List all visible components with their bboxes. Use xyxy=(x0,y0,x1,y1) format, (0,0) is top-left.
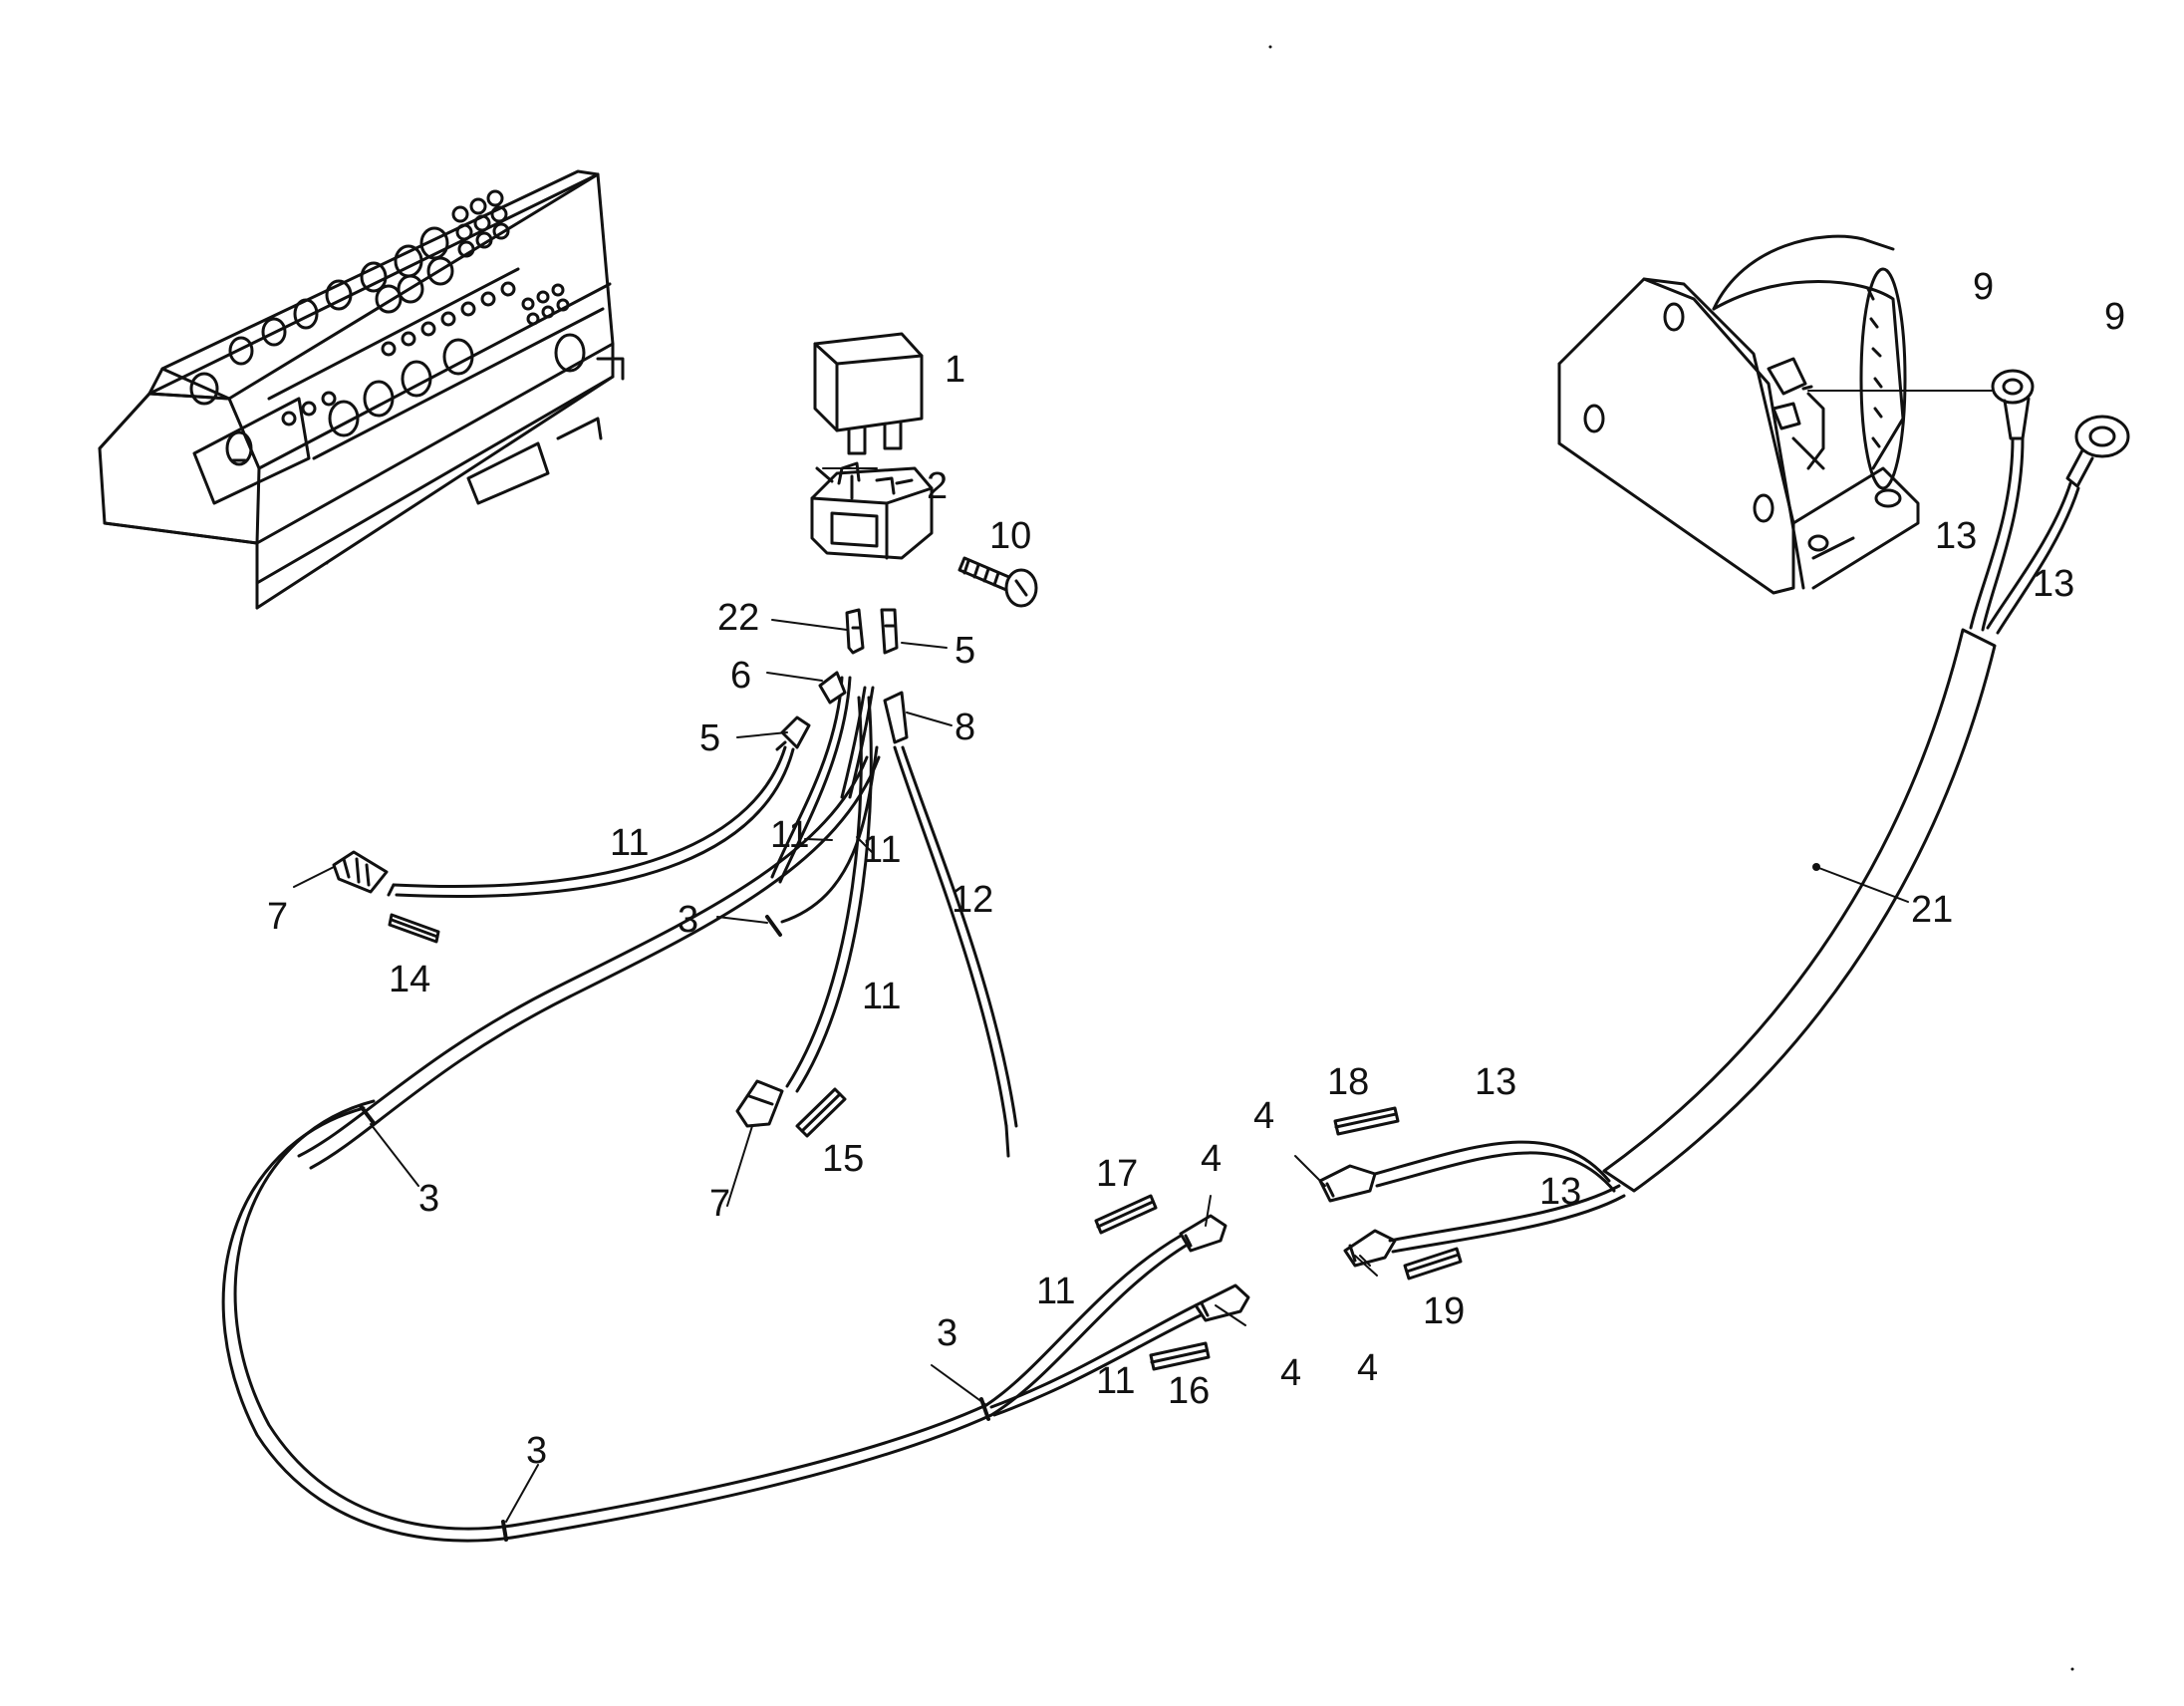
callout-11-d: 11 xyxy=(862,976,901,1017)
callout-11-e: 11 xyxy=(1036,1271,1075,1312)
callout-4-c: 4 xyxy=(1253,1095,1274,1137)
callout-21: 21 xyxy=(1911,889,1953,931)
callout-17: 17 xyxy=(1096,1153,1138,1195)
callout-9-b: 9 xyxy=(2104,296,2125,338)
callout-2: 2 xyxy=(927,465,948,507)
callout-6: 6 xyxy=(730,655,751,697)
callout-13-b: 13 xyxy=(1539,1171,1581,1213)
callout-11-c: 11 xyxy=(862,829,901,871)
callout-1: 1 xyxy=(945,349,965,391)
motor-wires xyxy=(1373,436,2080,1254)
callout-9-a: 9 xyxy=(1973,266,1994,308)
ring-terminals xyxy=(1991,369,2130,488)
callout-4-a: 4 xyxy=(1201,1138,1222,1180)
screw xyxy=(957,556,1038,608)
callout-14: 14 xyxy=(389,959,430,1000)
callout-labels: 1 2 10 22 5 6 8 5 11 11 11 12 7 14 3 11 … xyxy=(267,266,2125,1472)
callout-10: 10 xyxy=(989,515,1031,557)
callout-18: 18 xyxy=(1327,1061,1369,1103)
callout-19: 19 xyxy=(1423,1290,1465,1332)
callout-3-a: 3 xyxy=(678,899,698,941)
relay-base xyxy=(810,461,934,560)
callout-3-b: 3 xyxy=(418,1178,439,1220)
scan-specks xyxy=(325,45,2074,1671)
callout-3-d: 3 xyxy=(526,1430,547,1472)
blade-connectors xyxy=(1179,1164,1397,1322)
callout-11-b: 11 xyxy=(770,814,809,856)
bracket-unit xyxy=(1557,234,1999,595)
relay xyxy=(813,332,924,455)
callout-12: 12 xyxy=(952,879,993,921)
instrument-panel xyxy=(98,169,625,610)
callout-4-d: 4 xyxy=(1357,1347,1378,1389)
wiring-harness xyxy=(221,676,1203,1543)
callout-5-top: 5 xyxy=(955,630,975,672)
callout-3-c: 3 xyxy=(937,1312,957,1354)
callout-5-left: 5 xyxy=(699,717,720,759)
callout-13-a: 13 xyxy=(1475,1061,1516,1103)
callout-22: 22 xyxy=(717,597,759,639)
callout-11-f: 11 xyxy=(1096,1360,1135,1402)
relay-terminals xyxy=(332,608,909,1128)
callout-16: 16 xyxy=(1168,1370,1210,1412)
insulating-sleeves xyxy=(388,913,1463,1371)
callout-15: 15 xyxy=(822,1138,864,1180)
callout-7-left: 7 xyxy=(267,896,288,938)
callout-7-bottom: 7 xyxy=(709,1183,730,1225)
callout-4-b: 4 xyxy=(1280,1352,1301,1394)
leader-lines xyxy=(293,467,1378,1523)
callout-13-c: 13 xyxy=(1935,515,1977,557)
callout-11-a: 11 xyxy=(610,822,649,864)
callout-8: 8 xyxy=(955,707,975,748)
callout-13-d: 13 xyxy=(2033,563,2074,605)
